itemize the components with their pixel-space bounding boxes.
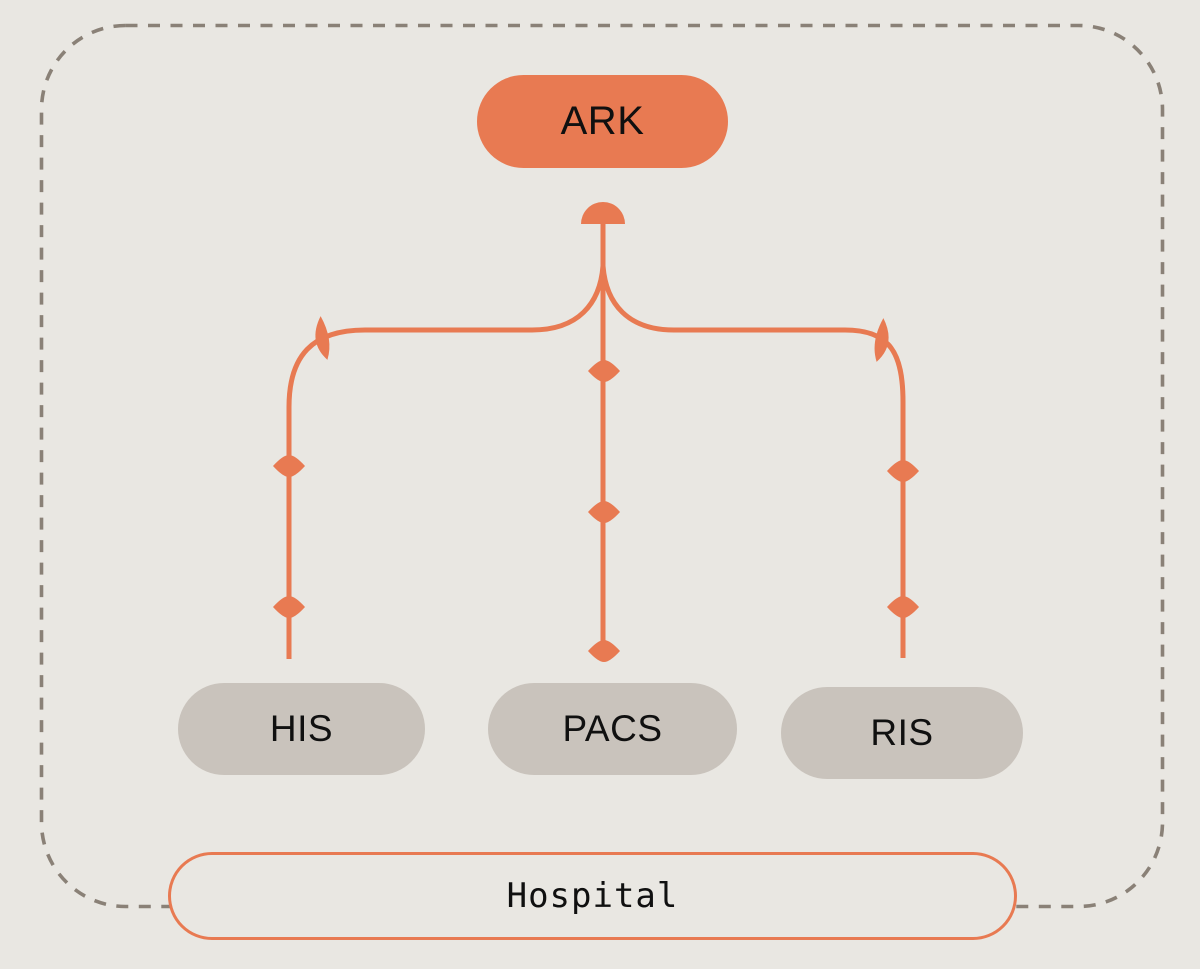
- diamond-marker-icon: [273, 455, 305, 477]
- diamond-marker-icon: [588, 640, 620, 662]
- pacs-node: PACS: [488, 683, 737, 775]
- ris-node-label: RIS: [870, 712, 934, 753]
- hospital-label: Hospital: [506, 876, 679, 916]
- ark-node-label: ARK: [560, 99, 645, 143]
- pacs-node-label: PACS: [562, 708, 663, 749]
- leaf-marker-icon: [874, 318, 889, 362]
- hospital-container-node: Hospital: [168, 852, 1017, 940]
- his-node: HIS: [178, 683, 425, 775]
- diamond-marker-icon: [273, 596, 305, 618]
- ark-node: ARK: [477, 75, 728, 168]
- diamond-marker-icon: [887, 596, 919, 618]
- connector-right-line: [600, 265, 906, 658]
- ris-node: RIS: [781, 687, 1023, 779]
- diamond-marker-icon: [588, 360, 620, 382]
- hospital-dashed-border: [39, 23, 1165, 909]
- diamond-marker-icon: [887, 460, 919, 482]
- diamond-marker-icon: [588, 501, 620, 523]
- his-node-label: HIS: [269, 708, 334, 749]
- up-arrow-dome-icon: [581, 202, 625, 224]
- leaf-marker-icon: [315, 316, 330, 360]
- connector-left-line: [286, 265, 606, 659]
